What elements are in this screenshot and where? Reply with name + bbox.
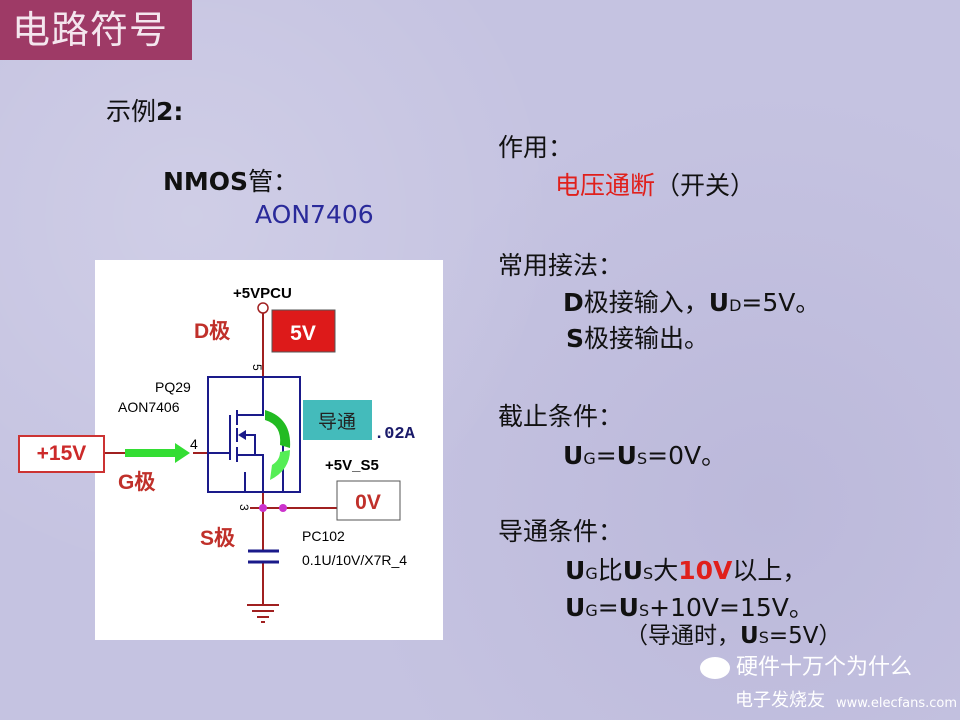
source-voltage-badge: [336, 480, 401, 521]
on-label: 导通条件：: [498, 517, 624, 546]
schematic: +5VPCU 5V D极 5 PQ29 AON7406 导通 .02A +5V_…: [95, 260, 443, 640]
current-arrow-icon-2: [270, 450, 290, 480]
drain-label: D极: [194, 320, 231, 343]
example-heading: 示例2:: [106, 97, 184, 126]
ground-icon: [247, 604, 279, 623]
drain-voltage-badge: [271, 309, 336, 353]
source-label: S极: [200, 527, 236, 550]
on-condition-note: （导通时，US=5V）: [625, 623, 842, 649]
usage-drain: D极接输入，UD=5V。: [563, 288, 821, 317]
role-label: 作用：: [498, 133, 574, 162]
current-arrow-icon: [265, 410, 291, 448]
usage-source: S极接输出。: [566, 324, 710, 353]
pin3: 3: [237, 504, 251, 511]
ref-designator: PQ29: [155, 379, 191, 395]
mosfet-symbol: [207, 376, 301, 493]
slide-title: 电路符号: [0, 0, 192, 60]
device-part: AON7406: [255, 200, 374, 229]
node-dot: [279, 504, 287, 512]
logo-text: 电子发烧友: [735, 690, 825, 711]
gate-voltage-badge: +15V: [18, 435, 105, 473]
capacitor-icon: [248, 549, 279, 564]
watermark: 硬件十万个为什么: [700, 655, 912, 681]
on-state-label: 导通: [318, 411, 356, 433]
wechat-icon: [700, 657, 730, 679]
cap-value: 0.1U/10V/X7R_4: [302, 552, 407, 568]
vcc-label: +5VPCU: [233, 285, 292, 302]
gate-label: G极: [118, 471, 156, 494]
on-condition-1: UG比US大10V以上，: [565, 556, 808, 585]
vcc-terminal: [257, 302, 269, 314]
cap-ref: PC102: [302, 528, 345, 544]
on-condition-2: UG=US+10V=15V。: [565, 593, 814, 622]
gate-arrow-icon: [125, 443, 190, 463]
body-arrow-icon: [238, 430, 246, 440]
cutoff-label: 截止条件：: [498, 402, 624, 431]
device-type: NMOS管：: [163, 167, 299, 196]
on-state-tag: [303, 400, 372, 440]
usage-label: 常用接法：: [498, 251, 624, 280]
pin4: 4: [190, 436, 198, 452]
node-dot: [259, 504, 267, 512]
drain-voltage: 5V: [290, 322, 316, 345]
current-value: .02A: [374, 425, 416, 444]
part-number: AON7406: [118, 399, 180, 415]
s5-net: +5V_S5: [325, 457, 379, 474]
pin5: 5: [250, 364, 264, 371]
cutoff-condition: UG=US=0V。: [563, 441, 727, 470]
source-voltage: 0V: [355, 491, 381, 514]
logo-url: www.elecfans.com: [836, 696, 958, 711]
role-text: 电压通断（开关）: [555, 171, 756, 200]
